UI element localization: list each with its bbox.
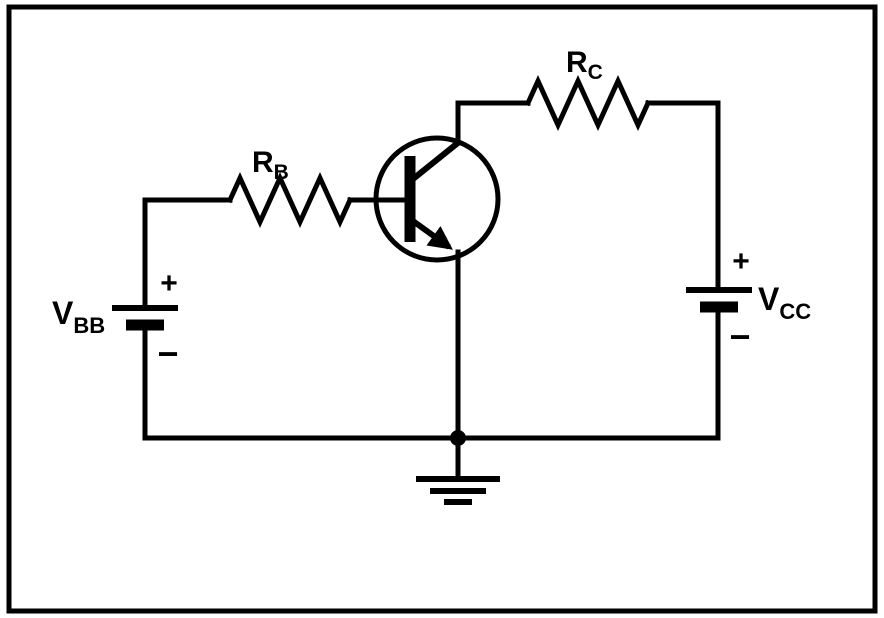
battery-vcc [686, 287, 752, 313]
label-vcc: VCC [758, 281, 811, 324]
transistor-emitter-lead [411, 218, 453, 250]
vbb-minus-sign: − [157, 333, 178, 374]
vcc-plus-sign: + [732, 245, 750, 278]
transistor-body [373, 135, 501, 263]
vcc-minus-sign: − [729, 316, 750, 357]
label-vbb: VBB [52, 295, 105, 338]
ground-symbol [416, 435, 500, 505]
wire-rc-to-vcc [645, 100, 721, 291]
label-rb: RB [252, 146, 289, 184]
wire-vbb-to-rb [142, 197, 233, 311]
resistor-rc [524, 74, 652, 132]
vbb-plus-sign: + [160, 267, 178, 300]
resistor-rb [226, 171, 354, 229]
battery-vbb [112, 305, 178, 331]
transistor-npn [373, 135, 501, 263]
transistor-collector-lead [411, 139, 461, 182]
diagram-border [6, 4, 878, 614]
label-rc: RC [566, 46, 603, 84]
